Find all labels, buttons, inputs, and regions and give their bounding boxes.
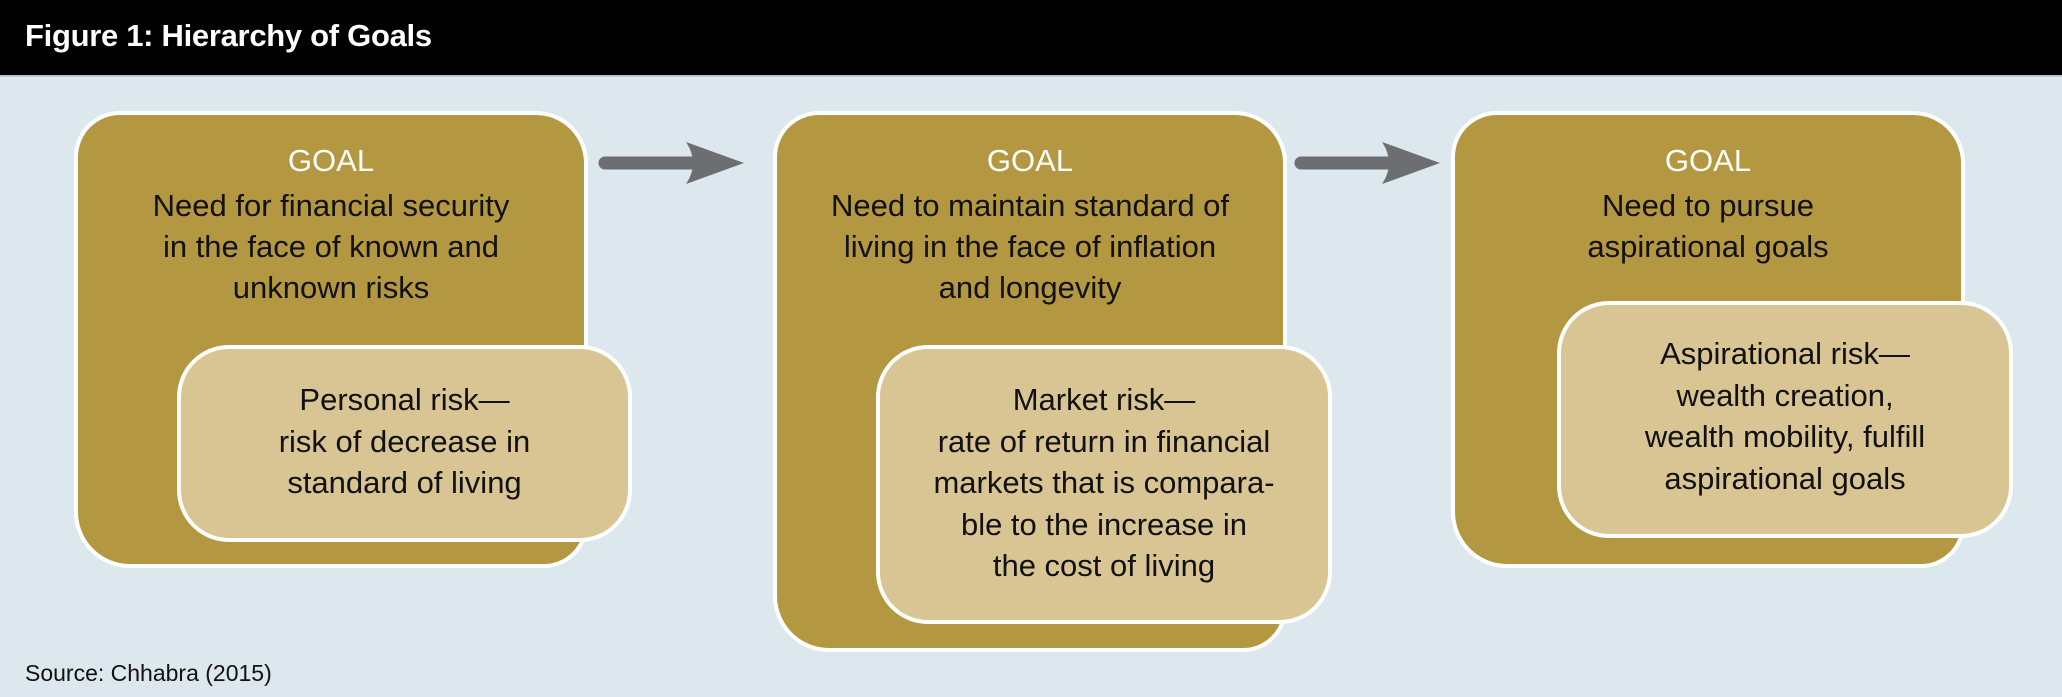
goal-description: Need for financial security in the face …: [152, 188, 510, 305]
risk-description: Market risk— rate of return in financial…: [933, 382, 1275, 583]
risk-box-3: Aspirational risk— wealth creation, weal…: [1557, 301, 2013, 538]
figure-title-bar: Figure 1: Hierarchy of Goals: [0, 0, 2062, 77]
goal-label: GOAL: [1664, 143, 1752, 178]
figure-title: Figure 1: Hierarchy of Goals: [25, 18, 432, 53]
goal-label: GOAL: [287, 143, 375, 178]
risk-box-2: Market risk— rate of return in financial…: [876, 345, 1332, 624]
source-note: Source: Chhabra (2015): [25, 660, 272, 686]
risk-box-1: Personal risk— risk of decrease in stand…: [177, 345, 632, 542]
risk-description: Personal risk— risk of decrease in stand…: [278, 382, 531, 500]
arrow-right-icon: [1294, 142, 1440, 184]
risk-description: Aspirational risk— wealth creation, weal…: [1644, 336, 1926, 496]
arrow-right-icon: [598, 142, 744, 184]
goal-description: Need to pursue aspirational goals: [1587, 188, 1829, 264]
goal-description: Need to maintain standard of living in t…: [830, 188, 1230, 305]
goal-label: GOAL: [986, 143, 1074, 178]
